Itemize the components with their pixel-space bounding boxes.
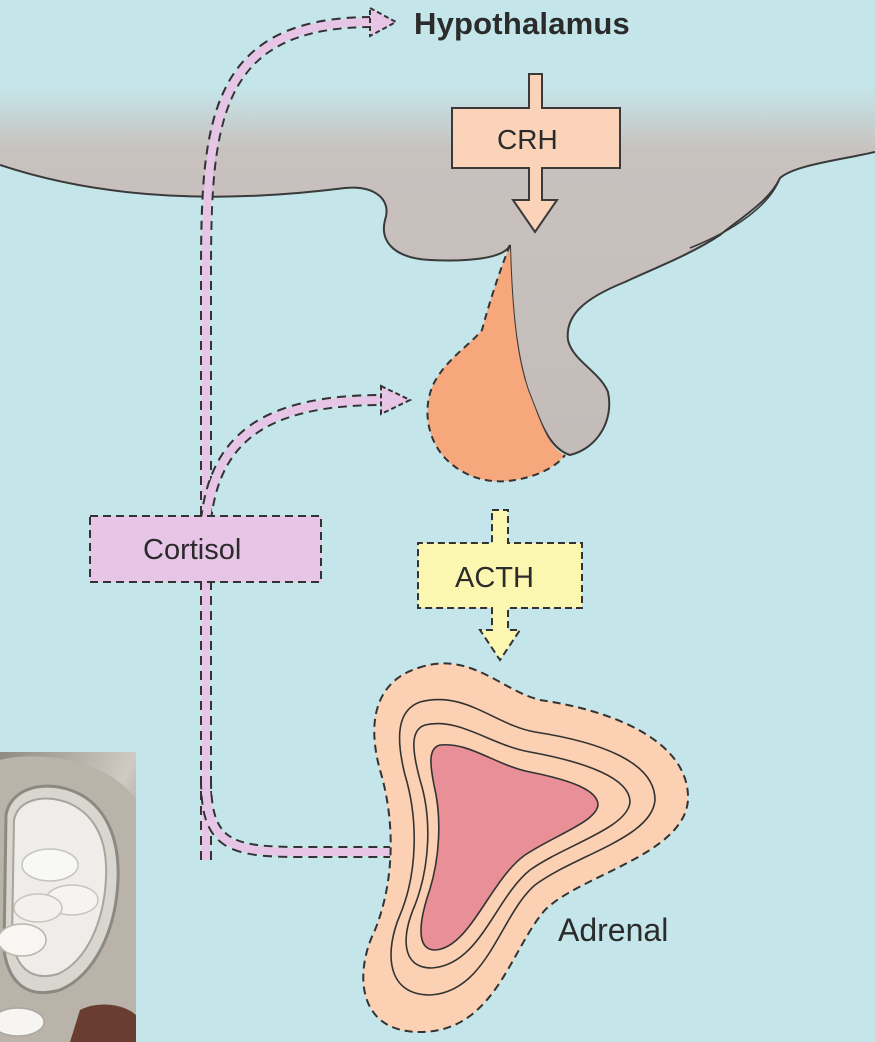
pill-bottle-photo: [0, 752, 136, 1042]
arrow-to-pituitary-icon: [381, 386, 410, 414]
adrenal-label: Adrenal: [558, 912, 668, 949]
hypothalamus-label: Hypothalamus: [414, 6, 630, 42]
acth-label: ACTH: [455, 562, 534, 595]
arrow-to-hypothalamus-icon: [370, 8, 396, 36]
crh-label: CRH: [497, 124, 558, 156]
cortisol-label: Cortisol: [143, 534, 241, 567]
